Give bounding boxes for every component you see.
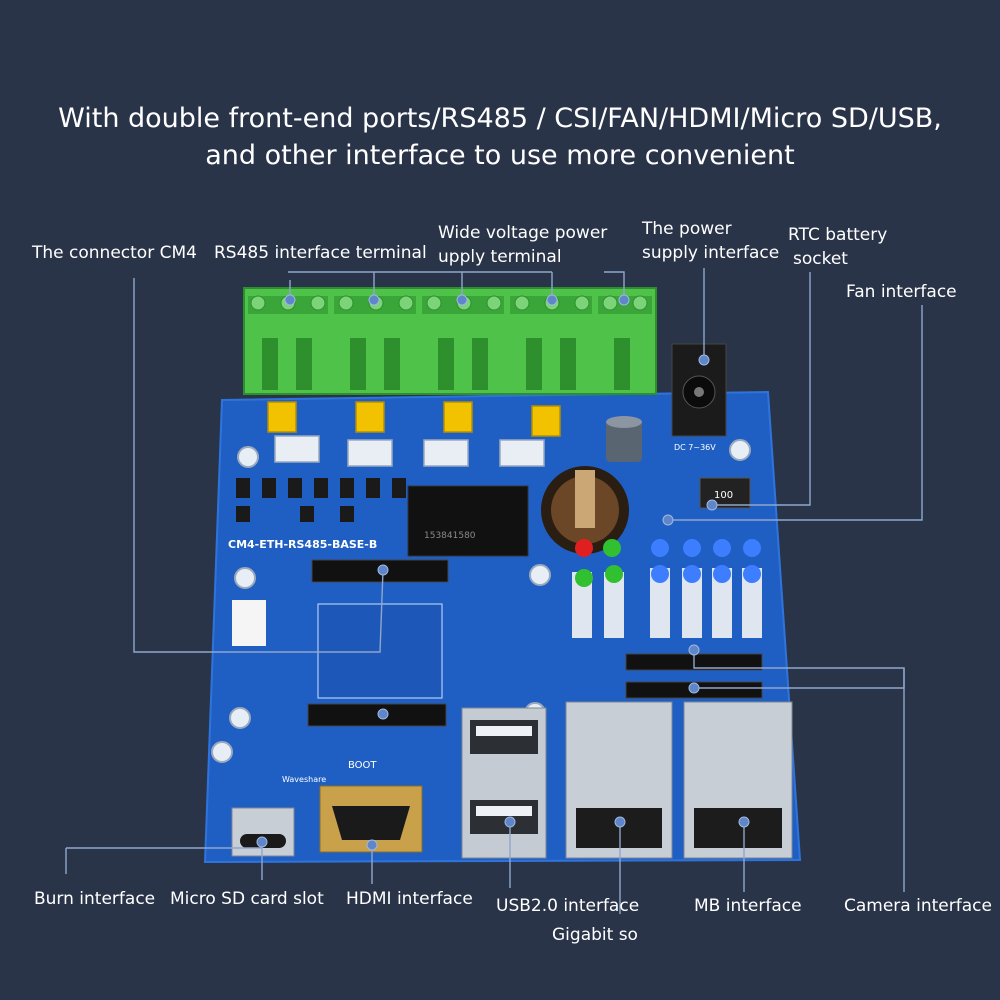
boot-silkscreen: BOOT xyxy=(348,760,377,771)
silkscreen-name: CM4-ETH-RS485-BASE-B xyxy=(228,538,377,551)
label-micro-sd: Micro SD card slot xyxy=(170,889,324,909)
usb-c-port xyxy=(231,807,295,857)
smd-components xyxy=(236,478,406,522)
label-usb: USB2.0 interface xyxy=(496,896,640,916)
label-mb: MB interface xyxy=(694,896,802,916)
terminal-blocks xyxy=(243,287,657,395)
label-wide-voltage-line1: Wide voltage power xyxy=(438,223,608,243)
label-wide-voltage-line2: upply terminal xyxy=(438,247,562,267)
jumpers xyxy=(267,401,561,437)
rtc-battery-socket xyxy=(541,466,629,554)
label-rs485-terminal: RS485 interface terminal xyxy=(214,243,427,263)
label-fan: Fan interface xyxy=(846,282,957,302)
label-gigabit: Gigabit so xyxy=(552,925,638,945)
label-camera: Camera interface xyxy=(844,896,992,916)
leader-lines xyxy=(65,268,923,914)
sticker xyxy=(232,600,266,646)
leader-dots xyxy=(256,294,750,851)
magnetics-chip xyxy=(407,485,529,557)
usb-stack xyxy=(461,707,547,859)
headline-line-1: With double front-end ports/RS485 / CSI/… xyxy=(58,103,942,134)
dc-silkscreen: DC 7~36V xyxy=(674,443,716,452)
label-rtc-line1: RTC battery xyxy=(788,225,888,245)
brand-silkscreen: Waveshare xyxy=(282,775,326,784)
led-light-pipes xyxy=(572,539,762,638)
label-connector-cm4: The connector CM4 xyxy=(32,243,197,263)
inductor-silkscreen: 100 xyxy=(714,490,733,501)
label-burn: Burn interface xyxy=(34,889,156,909)
label-hdmi: HDMI interface xyxy=(346,889,473,909)
chip-silkscreen: 153841580 xyxy=(424,531,476,541)
white-connectors xyxy=(274,435,545,467)
label-rtc-line2: socket xyxy=(793,249,848,269)
label-power-supply-line2: supply interface xyxy=(642,243,780,263)
capacitor xyxy=(606,416,642,462)
rj45-jacks xyxy=(565,701,793,859)
headline-line-2: and other interface to use more convenie… xyxy=(205,140,795,171)
label-power-supply-line1: The power xyxy=(642,219,732,239)
cm4-connectors xyxy=(307,559,449,727)
